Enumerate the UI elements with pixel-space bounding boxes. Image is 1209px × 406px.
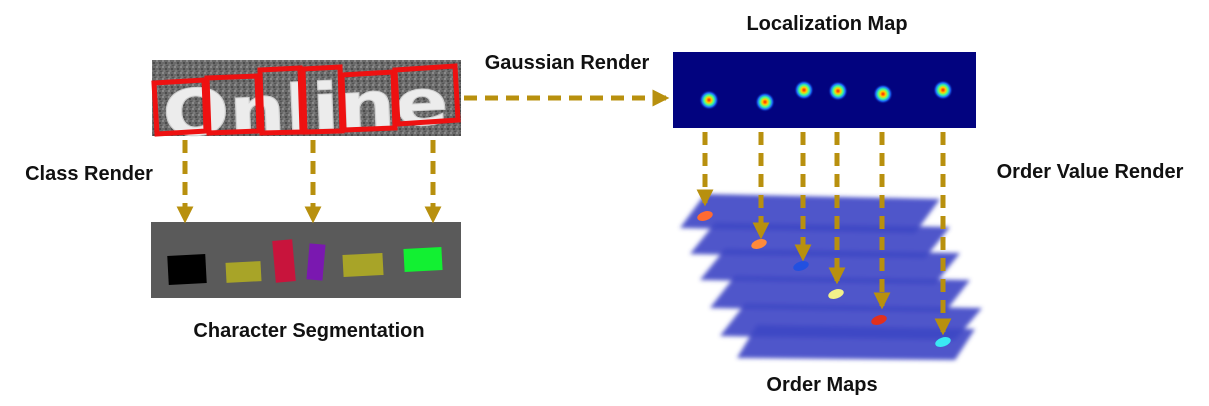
class-render-label: Class Render	[25, 163, 153, 185]
order-maps-stack	[680, 194, 982, 360]
localization-map	[673, 52, 976, 128]
char-box-3	[257, 65, 305, 136]
order-map-plane-6	[737, 325, 975, 360]
order-map-plane-3	[700, 249, 960, 284]
gaussian-peak-3	[794, 80, 814, 100]
order-mark-1	[697, 211, 713, 221]
character-boxes	[151, 63, 461, 137]
char-box-5	[339, 69, 398, 133]
char-box-1	[151, 77, 209, 137]
character-segmentation	[151, 222, 461, 298]
segmentation-block-6	[403, 247, 443, 272]
order-map-plane-1	[680, 194, 940, 233]
gaussian-peak-1	[699, 90, 719, 110]
char-box-6	[392, 63, 461, 127]
gaussian-peak-2	[755, 92, 775, 112]
order-mark-5	[871, 315, 887, 325]
localization-map-label: Localization Map	[746, 13, 907, 35]
order-mark-2	[751, 239, 767, 249]
order-mark-4	[828, 289, 844, 299]
gaussian-peak-6	[933, 80, 953, 100]
gaussian-render-label: Gaussian Render	[485, 52, 650, 74]
char-box-2	[204, 73, 262, 136]
order-value-render-label: Order Value Render	[997, 161, 1184, 183]
segmentation-block-4	[306, 243, 326, 281]
order-mark-3	[793, 261, 809, 271]
segmentation-block-1	[167, 254, 207, 285]
segmentation-block-2	[225, 261, 262, 283]
gaussian-peak-5	[873, 84, 893, 104]
order-mark-6	[935, 337, 951, 347]
character-segmentation-label: Character Segmentation	[193, 320, 424, 342]
segmentation-block-5	[342, 252, 384, 278]
input-word-image: Online	[151, 60, 461, 153]
segmentation-block-3	[272, 239, 296, 283]
order-maps-label: Order Maps	[766, 374, 877, 396]
gaussian-peak-4	[828, 81, 848, 101]
